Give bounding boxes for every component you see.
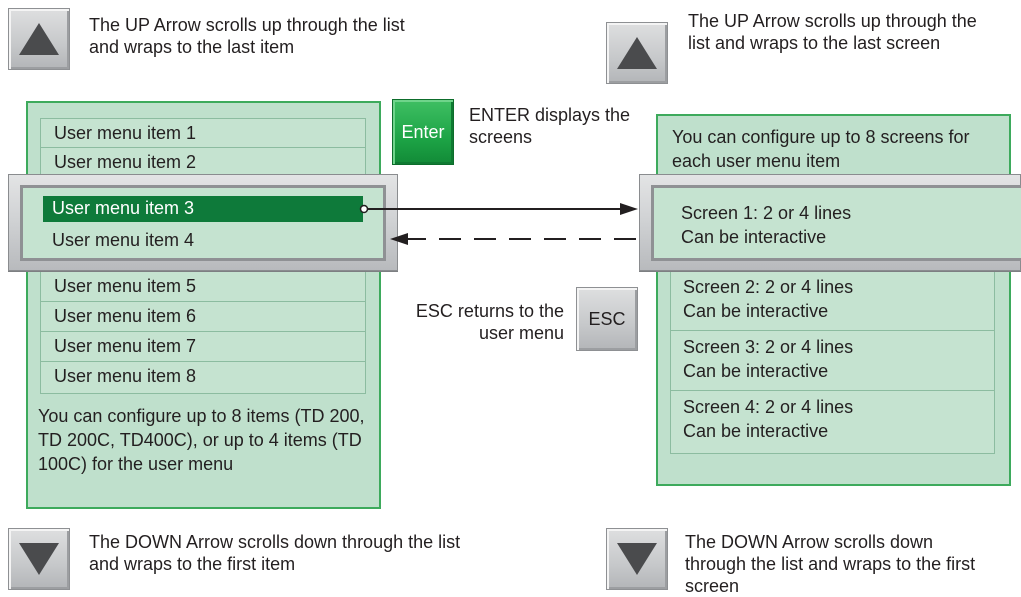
screen-1-selected[interactable]: Screen 1: 2 or 4 lines Can be interactiv… [681, 201, 851, 249]
up-arrow-key-left[interactable] [8, 8, 70, 70]
enter-arrow [359, 203, 638, 215]
menu-item-6[interactable]: User menu item 6 [40, 301, 366, 332]
menu-item-5[interactable]: User menu item 5 [40, 271, 366, 302]
down-arrow-icon [617, 543, 657, 575]
user-menu-caption: You can configure up to 8 items (TD 200,… [38, 406, 365, 474]
up-arrow-note-left: The UP Arrow scrolls up through the list… [89, 15, 405, 57]
esc-arrow [390, 233, 636, 245]
down-arrow-icon [19, 543, 59, 575]
menu-item-2[interactable]: User menu item 2 [40, 147, 366, 177]
display-frame-right [639, 174, 1021, 271]
menu-item-4[interactable]: User menu item 4 [52, 230, 195, 250]
screen-3[interactable]: Screen 3: 2 or 4 lines Can be interactiv… [670, 330, 995, 391]
enter-button[interactable]: Enter [392, 99, 454, 165]
menu-item-3-selected[interactable]: User menu item 3 [43, 196, 363, 222]
esc-note: ESC returns to the user menu [415, 301, 564, 343]
screen-line-1: Screen 4: 2 or 4 lines [683, 397, 854, 417]
esc-button[interactable]: ESC [576, 287, 638, 351]
up-arrow-icon [19, 23, 59, 55]
down-arrow-note-right: The DOWN Arrow scrolls down through the … [685, 532, 976, 596]
screen-line-2: Can be interactive [683, 301, 829, 321]
screen-line-2: Can be interactive [683, 421, 829, 441]
up-arrow-icon [617, 37, 657, 69]
enter-note: ENTER displays the screens [469, 105, 631, 147]
down-arrow-key-right[interactable] [606, 528, 668, 590]
display-window-right [651, 185, 1021, 261]
up-arrow-key-right[interactable] [606, 22, 668, 84]
up-arrow-note-right: The UP Arrow scrolls up through the list… [688, 11, 977, 53]
menu-item-1[interactable]: User menu item 1 [40, 118, 366, 148]
menu-item-8[interactable]: User menu item 8 [40, 361, 366, 394]
screen-line-2: Can be interactive [681, 227, 827, 247]
screen-line-1: Screen 3: 2 or 4 lines [683, 337, 854, 357]
down-arrow-key-left[interactable] [8, 528, 70, 590]
screen-line-2: Can be interactive [683, 361, 829, 381]
down-arrow-note-left: The DOWN Arrow scrolls down through the … [89, 532, 461, 574]
screen-2[interactable]: Screen 2: 2 or 4 lines Can be interactiv… [670, 270, 995, 331]
screen-line-1: Screen 2: 2 or 4 lines [683, 277, 854, 297]
screens-caption: You can configure up to 8 screens for ea… [672, 127, 970, 171]
screen-4[interactable]: Screen 4: 2 or 4 lines Can be interactiv… [670, 390, 995, 454]
screen-line-1: Screen 1: 2 or 4 lines [681, 203, 852, 223]
